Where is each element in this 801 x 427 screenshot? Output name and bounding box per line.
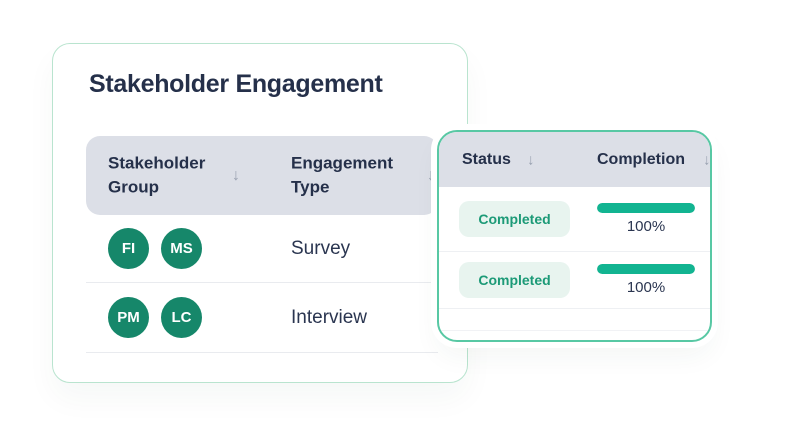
table-header-row: Stakeholder Group ↓ Engagement Type ↓ <box>86 136 438 215</box>
sort-descending-icon[interactable]: ↓ <box>427 166 435 184</box>
sort-descending-icon[interactable]: ↓ <box>527 151 535 168</box>
progress-bar-fill <box>597 264 695 274</box>
column-header-engagement-type[interactable]: Engagement Type <box>291 152 394 197</box>
table-row-cropped <box>86 353 438 384</box>
avatar: PM <box>108 297 149 338</box>
table-row: PM LC Interview <box>86 283 438 353</box>
sort-descending-icon[interactable]: ↓ <box>703 151 711 168</box>
avatar: LC <box>161 297 202 338</box>
table-row-cropped <box>439 309 710 331</box>
engagement-type-cell: Survey <box>291 237 351 259</box>
completion-percent-label: 100% <box>626 279 666 296</box>
column-header-status[interactable]: Status <box>462 150 511 168</box>
completion-percent-label: 100% <box>626 218 666 235</box>
column-header-stakeholder-group[interactable]: Stakeholder Group <box>108 152 206 197</box>
table-row: Completed 100% <box>439 187 710 252</box>
stakeholder-table: Stakeholder Group ↓ Engagement Type ↓ FI… <box>86 136 438 384</box>
stakeholder-engagement-card: Stakeholder Engagement Stakeholder Group… <box>52 43 468 383</box>
completion-cell: 100% <box>597 203 695 235</box>
table-row: Completed 100% <box>439 252 710 309</box>
card-title: Stakeholder Engagement <box>89 70 383 98</box>
engagement-type-cell: Interview <box>291 306 368 328</box>
completion-cell: 100% <box>597 264 695 296</box>
progress-bar-fill <box>597 203 695 213</box>
column-header-completion[interactable]: Completion <box>597 150 685 168</box>
status-badge: Completed <box>459 262 570 298</box>
sort-descending-icon[interactable]: ↓ <box>232 166 240 184</box>
progress-bar <box>597 203 695 213</box>
table-row: FI MS Survey <box>86 215 438 283</box>
progress-bar <box>597 264 695 274</box>
avatar: FI <box>108 228 149 269</box>
table-header-row: Status ↓ Completion ↓ <box>439 132 710 187</box>
status-completion-card: Status ↓ Completion ↓ Completed 100% Com… <box>437 130 712 342</box>
avatar: MS <box>161 228 202 269</box>
status-badge: Completed <box>459 201 570 237</box>
